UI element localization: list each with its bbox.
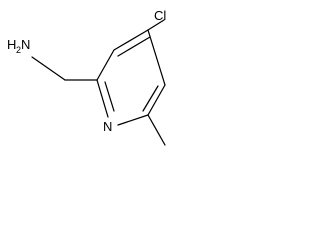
bond-n1-c2-double: [104, 81, 115, 112]
amine-h-label: H: [7, 37, 16, 52]
bond-c5-c6-double: [142, 85, 159, 112]
bond-c3-c4: [113, 29, 149, 51]
amine-subscript-label: 2: [16, 45, 21, 55]
structure-canvas: Cl N H 2 N: [0, 0, 173, 150]
chlorine-label: Cl: [154, 8, 166, 23]
bond-c6-methyl: [147, 114, 166, 146]
bond-ch2-nh2: [31, 56, 66, 81]
ring-nitrogen-label: N: [103, 119, 112, 134]
bond-c5-c6: [147, 84, 166, 116]
amine-n-label: N: [21, 37, 30, 52]
bond-c6-n1: [117, 114, 149, 126]
bond-c4-cl: [147, 19, 165, 31]
bond-c2-c3: [96, 49, 115, 81]
bond-c4-c5: [147, 29, 166, 86]
molecule-drawing: Cl N H 2 N: [7, 8, 166, 146]
bond-n1-c2: [96, 79, 109, 118]
bond-c3-c4-double: [117, 36, 151, 57]
